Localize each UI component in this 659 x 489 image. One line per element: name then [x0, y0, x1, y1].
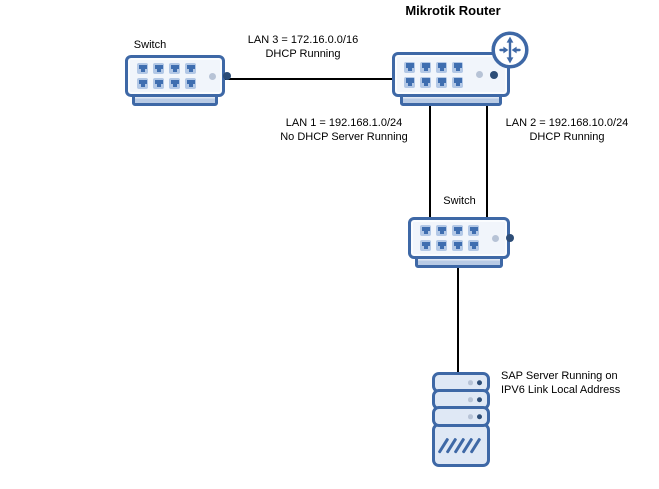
lan1-label-line2: No DHCP Server Running: [280, 130, 408, 143]
ethernet-port-icon: [420, 240, 431, 251]
ethernet-port-icon: [452, 225, 463, 236]
lan2-label-line1: LAN 2 = 192.168.10.0/24: [505, 117, 629, 129]
lan3-label: LAN 3 = 172.16.0.0/16 DHCP Running: [233, 34, 373, 61]
lan3-label-line2: DHCP Running: [265, 47, 341, 60]
ethernet-port-icon: [468, 225, 479, 236]
lan3-label-line1: LAN 3 = 172.16.0.0/16: [247, 34, 359, 46]
indicator-dot-dark-icon: [476, 413, 482, 420]
ethernet-port-icon: [169, 78, 180, 89]
ethernet-port-icon: [404, 76, 415, 88]
top-switch-node: [125, 55, 231, 106]
server-slab: [432, 406, 490, 427]
link-switch-server-line: [457, 267, 459, 373]
ethernet-port-icon: [436, 240, 447, 251]
router-chassis-icon: [392, 52, 510, 97]
link-lan3-line: [224, 78, 392, 80]
link-lan1-line: [429, 106, 431, 218]
ethernet-port-icon: [137, 78, 148, 89]
ethernet-port-icon: [436, 225, 447, 236]
server-label-line2: IPV6 Link Local Address: [501, 383, 621, 396]
ethernet-port-icon: [452, 240, 463, 251]
indicator-dot-light-icon: [468, 380, 473, 385]
indicator-dot-light-icon: [468, 397, 473, 402]
server-label-line1: SAP Server Running on: [501, 370, 618, 382]
middle-switch-label: Switch: [443, 195, 476, 207]
ethernet-switch-icon: [125, 55, 231, 97]
indicator-dot-light-icon: [492, 234, 499, 242]
lan1-label: LAN 1 = 192.168.1.0/24 No DHCP Server Ru…: [264, 117, 424, 144]
lan2-label-line2: DHCP Running: [529, 130, 605, 143]
ethernet-port-icon: [436, 61, 447, 73]
ethernet-port-icon: [137, 63, 148, 74]
lan2-label: LAN 2 = 192.168.10.0/24 DHCP Running: [492, 117, 642, 144]
ethernet-port-icon: [452, 61, 463, 73]
indicator-dot-dark-icon: [490, 70, 498, 79]
link-lan2-line: [486, 106, 488, 218]
ethernet-port-icon: [420, 225, 431, 236]
router-title: Mikrotik Router: [405, 3, 501, 18]
ethernet-port-icon: [185, 63, 196, 74]
ethernet-switch-icon: [408, 217, 514, 259]
ethernet-port-icon: [420, 76, 431, 88]
indicator-dot-dark-icon: [476, 379, 482, 386]
router-indicators: [476, 70, 498, 79]
top-switch-label: Switch: [133, 39, 167, 51]
indicator-dot-light-icon: [209, 72, 216, 80]
ethernet-port-icon: [436, 76, 447, 88]
indicator-dot-dark-icon: [223, 72, 231, 80]
middle-switch-node: [408, 217, 514, 268]
switch-ports: [137, 63, 196, 89]
server-slab-indicators: [468, 379, 482, 386]
ethernet-port-icon: [153, 63, 164, 74]
server-label: SAP Server Running on IPV6 Link Local Ad…: [501, 370, 651, 397]
router-crossed-arrows-icon: [491, 31, 529, 69]
indicator-dot-light-icon: [468, 414, 473, 419]
ethernet-port-icon: [185, 78, 196, 89]
ethernet-port-icon: [169, 63, 180, 74]
switch-indicators: [492, 234, 514, 242]
server-node: [432, 372, 490, 467]
router-ports: [404, 61, 463, 88]
switch-indicators: [209, 72, 231, 80]
server-vents-icon: [432, 423, 490, 467]
indicator-dot-dark-icon: [506, 234, 514, 242]
ethernet-port-icon: [153, 78, 164, 89]
indicator-dot-light-icon: [476, 71, 483, 78]
switch-ports: [420, 225, 479, 251]
ethernet-port-icon: [468, 240, 479, 251]
indicator-dot-dark-icon: [476, 396, 482, 403]
ethernet-port-icon: [420, 61, 431, 73]
server-slab-indicators: [468, 413, 482, 420]
router-node: [392, 31, 529, 106]
lan1-label-line1: LAN 1 = 192.168.1.0/24: [285, 117, 403, 129]
ethernet-port-icon: [404, 61, 415, 73]
ethernet-port-icon: [452, 76, 463, 88]
server-slab-indicators: [468, 396, 482, 403]
